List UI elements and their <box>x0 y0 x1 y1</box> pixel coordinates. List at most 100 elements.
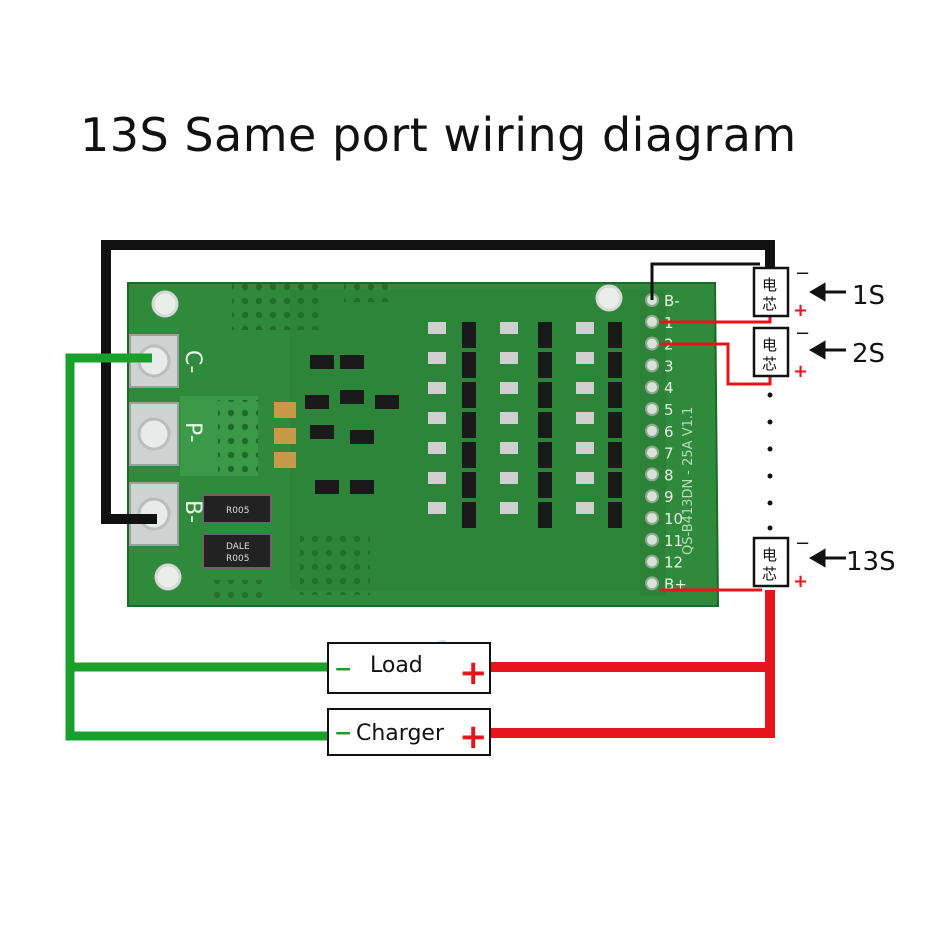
smd-component <box>462 322 476 348</box>
header-pin-label: B- <box>664 292 680 310</box>
wire-black <box>101 240 775 524</box>
smd-component <box>608 442 622 468</box>
transistor <box>315 480 339 494</box>
cell-char: 电 <box>762 276 777 294</box>
cell-char: 电 <box>762 546 777 564</box>
header-pin <box>645 336 659 351</box>
page-title: 13S Same port wiring diagram <box>80 108 797 162</box>
smd-component <box>428 322 446 334</box>
charger-minus: − <box>334 721 352 746</box>
smd-component <box>608 382 622 408</box>
ellipsis-dots <box>767 392 773 531</box>
header-pin-label: 11 <box>664 532 683 550</box>
smd-component <box>576 382 594 394</box>
header-pin-label: 4 <box>664 379 674 397</box>
mounting-hole <box>595 284 623 312</box>
header-pin-label: 12 <box>664 554 683 572</box>
transistor <box>310 425 334 439</box>
smd-component <box>538 502 552 528</box>
smd-component <box>462 472 476 498</box>
smd-component <box>500 322 518 334</box>
smd-component <box>608 472 622 498</box>
smd-component <box>428 472 446 484</box>
arrow-icon <box>809 282 846 302</box>
transistor <box>375 395 399 409</box>
charger-label: Charger <box>356 721 445 746</box>
transistor <box>310 355 334 369</box>
smd-component <box>538 472 552 498</box>
smd-component <box>500 472 518 484</box>
shunt-resistor <box>202 494 272 524</box>
load-plus: + <box>459 653 488 693</box>
load-minus: − <box>334 657 352 682</box>
header-pin <box>645 576 659 591</box>
wires <box>65 240 775 741</box>
pad-label-c: C- <box>180 350 205 373</box>
wire-green <box>65 353 328 741</box>
wire-black-thin <box>650 262 760 300</box>
header-pin-label: 7 <box>664 445 674 463</box>
shunt-resistor <box>202 533 272 569</box>
smd-component <box>608 502 622 528</box>
cell-label: 1S <box>852 281 885 311</box>
mounting-hole <box>154 563 182 591</box>
mounting-hole <box>151 290 179 318</box>
arrow-icon <box>809 340 846 360</box>
cell-plus: + <box>793 300 808 321</box>
cell-char: 芯 <box>762 565 777 583</box>
smd-component <box>462 442 476 468</box>
cell-label: 13S <box>846 547 896 577</box>
transistor <box>340 355 364 369</box>
smd-component <box>608 352 622 378</box>
smd-component <box>576 442 594 454</box>
silk-text: QS-B413DN - 25A V1.1 <box>681 407 696 555</box>
smd-component <box>462 352 476 378</box>
smd-component <box>576 322 594 334</box>
pad-label-b: B- <box>180 500 205 523</box>
header-pin <box>645 467 659 482</box>
smd-component <box>538 352 552 378</box>
pcb-board: QS-B413DN - 25A V1.1 <box>127 282 720 607</box>
header-pin <box>645 314 659 329</box>
cell-minus: − <box>795 323 810 344</box>
cell-plus: + <box>793 571 808 592</box>
cell-minus: − <box>795 263 810 284</box>
transistor <box>350 430 374 444</box>
charger-plus: + <box>459 717 488 757</box>
header-pin <box>645 423 659 438</box>
smd-component <box>500 382 518 394</box>
wire-red-main <box>490 590 775 738</box>
smd-component <box>576 472 594 484</box>
header-pin-label: 6 <box>664 423 674 441</box>
smd-component <box>462 382 476 408</box>
transistor <box>305 395 329 409</box>
smd-component <box>576 352 594 364</box>
chip-array <box>305 322 622 528</box>
transistor <box>350 480 374 494</box>
transistor <box>340 390 364 404</box>
cell-char: 芯 <box>762 355 777 373</box>
cell-1s: 电 芯 − + 1S <box>752 263 885 321</box>
smd-component <box>576 412 594 424</box>
header-pin <box>645 511 659 525</box>
header-pin <box>645 445 659 460</box>
smd-component <box>538 322 552 348</box>
smd-component <box>500 502 518 514</box>
wire-red-thin <box>660 315 772 324</box>
smd-component <box>428 442 446 454</box>
load-label: Load <box>370 653 423 678</box>
smd-component <box>428 382 446 394</box>
wire-red-thin <box>660 342 772 386</box>
cell-char: 芯 <box>762 295 777 313</box>
header-pin <box>645 402 659 416</box>
cell-minus: − <box>795 533 810 554</box>
pad-label-p: P- <box>180 422 205 443</box>
header-pin-label: 8 <box>664 466 674 484</box>
cell-char: 电 <box>762 336 777 354</box>
header-pin <box>645 554 659 569</box>
cell-2s: 电 芯 − + 2S <box>752 323 885 382</box>
resistor-label: R005 <box>226 554 249 564</box>
header-pin-label: 3 <box>664 357 674 375</box>
